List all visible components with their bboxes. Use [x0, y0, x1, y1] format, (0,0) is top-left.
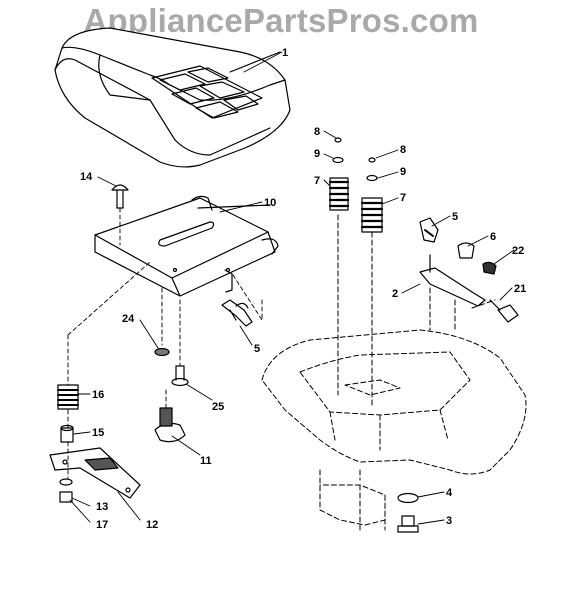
callout-6-right: 6: [490, 231, 496, 243]
callout-21: 21: [514, 283, 526, 295]
callout-11: 11: [200, 455, 212, 467]
spring-16: [57, 384, 79, 410]
carriage-bolt-part: [111, 184, 129, 209]
hinge-clip-right: [419, 217, 439, 243]
callout-9-left: 9: [314, 148, 320, 160]
callout-13: 13: [96, 501, 108, 513]
washer-13: [59, 478, 73, 486]
callout-16: 16: [92, 389, 104, 401]
knob-21: [489, 299, 519, 323]
bracket-2: [419, 254, 486, 307]
callout-3: 3: [446, 515, 452, 527]
bracket-12: [49, 447, 141, 499]
washer-24: [154, 347, 170, 357]
callout-12: 12: [146, 519, 158, 531]
callout-17: 17: [96, 519, 108, 531]
bolt-3: [397, 515, 419, 533]
screw-25: [171, 365, 189, 387]
callout-24: 24: [122, 313, 135, 325]
callout-22: 22: [512, 245, 524, 257]
callout-14: 14: [80, 171, 93, 183]
callout-4: 4: [446, 487, 453, 499]
callout-2: 2: [392, 288, 398, 300]
callout-5-left: 5: [254, 343, 260, 355]
knob-11: [154, 407, 186, 443]
callout-5-right: 5: [452, 211, 458, 223]
hinge-clip-left: [221, 299, 253, 327]
seat-part: [54, 27, 291, 168]
callout-10: 10: [264, 197, 276, 209]
watermark: AppliancePartsPros.com: [83, 2, 479, 39]
callout-25: 25: [212, 401, 224, 413]
bushing-15: [60, 424, 74, 443]
seat-pan-part: [94, 195, 279, 297]
callout-15: 15: [92, 427, 104, 439]
washer-4: [397, 492, 419, 504]
callout-1: 1: [282, 47, 288, 59]
callout-8-left: 8: [314, 126, 320, 138]
shock-absorbers: [328, 137, 384, 233]
callout-8-right: 8: [400, 144, 406, 156]
callout-7-right: 7: [400, 192, 406, 204]
callout-7-left: 7: [314, 175, 320, 187]
callout-9-right: 9: [400, 166, 406, 178]
nut-22: [482, 261, 497, 275]
bumper-6: [457, 242, 475, 259]
